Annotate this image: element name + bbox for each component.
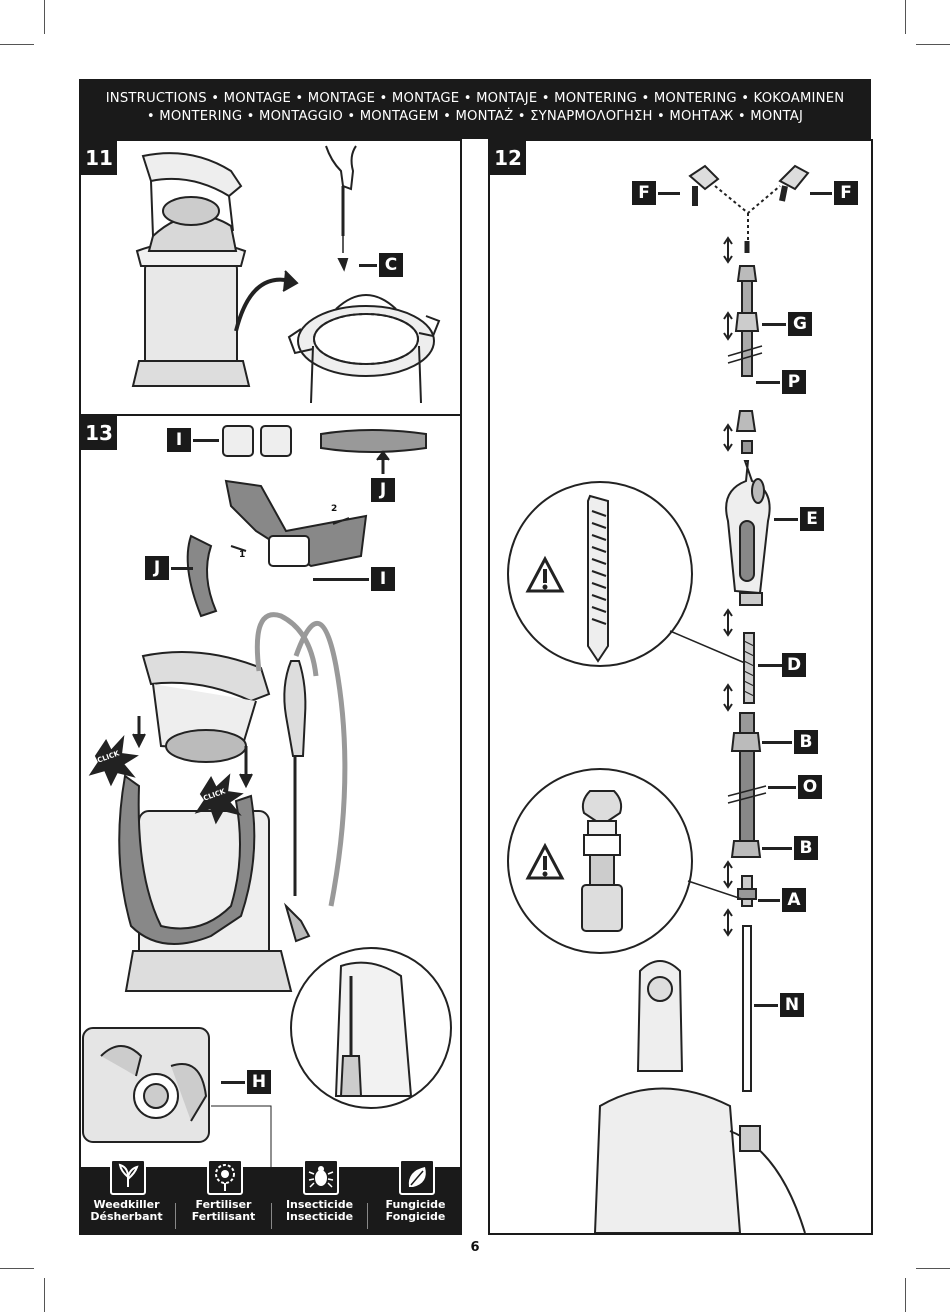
label-j-side: J [145, 556, 169, 580]
arrow-h [221, 1081, 245, 1084]
arrow-b-bottom [762, 847, 792, 850]
arrow-g [762, 323, 786, 326]
step-12-badge: 12 [490, 141, 526, 175]
strap-and-hose-illustration [82, 425, 452, 1168]
label-j-top: J [371, 478, 395, 502]
crop-mark [916, 1268, 950, 1269]
usage-label-fr: Désherbant [90, 1210, 163, 1223]
instructions-header: INSTRUCTIONS • MONTAGE • MONTAGE • MONTA… [79, 79, 871, 139]
arrow-d [758, 664, 782, 667]
usage-label-fr: Fertilisant [191, 1210, 256, 1223]
arrow-i-top [193, 439, 219, 442]
label-c: C [379, 253, 403, 277]
strap-step-2: 2 [331, 504, 338, 514]
arrow-f-right [810, 192, 832, 195]
sprayer-lid-illustration [131, 145, 441, 404]
arrow-o [768, 786, 796, 789]
label-c-arrow [359, 264, 377, 267]
strap-step-1: 1 [239, 550, 246, 560]
label-g: G [788, 312, 812, 336]
usage-label-fr: Insecticide [285, 1210, 354, 1223]
label-e: E [800, 507, 824, 531]
beetle-icon [303, 1159, 339, 1195]
step-13-panel: 13 [79, 414, 462, 1235]
crop-mark [916, 44, 950, 45]
crop-mark [0, 44, 34, 45]
arrow-i-side [313, 578, 369, 581]
arrow-j-side [171, 567, 193, 570]
leaf-icon [399, 1159, 435, 1195]
label-i-side: I [371, 567, 395, 591]
crop-mark [44, 0, 45, 34]
label-i-top: I [167, 428, 191, 452]
step-13-badge: 13 [81, 416, 117, 450]
divider [271, 1203, 272, 1229]
lance-assembly-illustration [507, 164, 810, 1233]
crop-mark [905, 1278, 906, 1312]
label-d: D [782, 653, 806, 677]
step-11-badge: 11 [81, 141, 117, 175]
crop-mark [0, 1268, 34, 1269]
sunflower-icon [207, 1159, 243, 1195]
page-number: 6 [470, 1240, 480, 1255]
label-f-left: F [632, 181, 656, 205]
arrow-n [754, 1004, 778, 1007]
label-a: A [782, 888, 806, 912]
arrow-p [756, 381, 780, 384]
arrow-b-top [762, 741, 792, 744]
usage-label-en: Weedkiller [93, 1198, 160, 1211]
header-line-1: INSTRUCTIONS • MONTAGE • MONTAGE • MONTA… [105, 91, 845, 106]
header-line-2: • MONTERING • MONTAGGIO • MONTAGEM • MON… [146, 109, 804, 124]
label-n: N [780, 993, 804, 1017]
divider [367, 1203, 368, 1229]
label-b-top: B [794, 730, 818, 754]
usage-label-en: Fungicide [385, 1198, 446, 1211]
usage-label-en: Insecticide [285, 1198, 354, 1211]
arrow-f-left [658, 192, 680, 195]
usage-label-en: Fertiliser [195, 1198, 252, 1211]
label-f-right: F [834, 181, 858, 205]
step-12-panel: 12 [488, 139, 873, 1235]
crop-mark [905, 0, 906, 34]
divider [175, 1203, 176, 1229]
label-o: O [798, 775, 822, 799]
label-b-bottom: B [794, 836, 818, 860]
crop-mark [44, 1278, 45, 1312]
label-p: P [782, 370, 806, 394]
arrow-a [758, 899, 780, 902]
label-h: H [247, 1070, 271, 1094]
weedkiller-icon [110, 1159, 146, 1195]
arrow-e [774, 518, 798, 521]
step-11-panel: 11 C [79, 139, 462, 418]
usage-label-fr: Fongicide [385, 1210, 446, 1223]
